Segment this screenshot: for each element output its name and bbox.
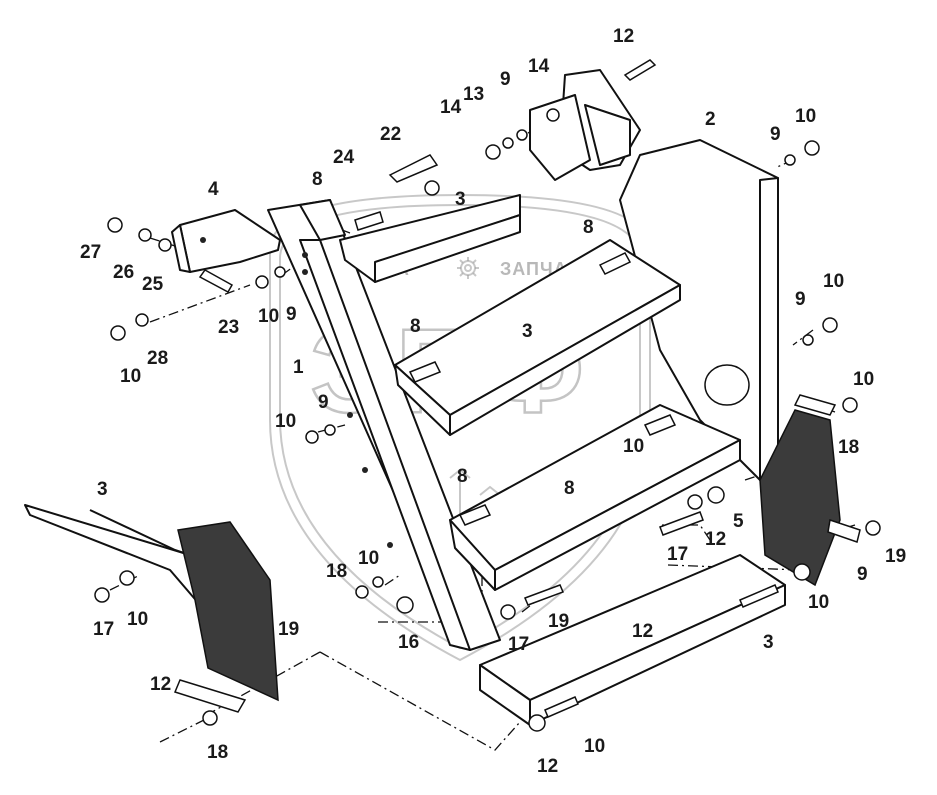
left-side-rail-1 [267,199,501,651]
callout-labels: 12 2 14 9 13 14 10 9 22 24 8 3 4 8 27 26… [80,26,906,777]
label-19: 12 [705,529,726,550]
right-side-panel-2 [529,69,779,481]
label-10: 10 [853,369,874,390]
step-3-top [339,194,521,283]
label-9: 9 [318,392,329,413]
label-16: 19 [278,619,299,640]
label-14: 14 [528,56,550,77]
bracket-4 [171,209,281,273]
label-3: 8 [564,478,575,499]
strip-18-left [173,679,247,713]
label-3: 12 [632,621,653,642]
step-3-bottom [479,554,786,726]
label-8: 8 [410,316,421,337]
label-24: 24 [333,147,355,168]
label-8: 10 [623,436,644,457]
label-13: 13 [463,84,484,105]
label-10: 17 [93,619,114,640]
label-1: 1 [293,357,304,378]
label-23: 23 [218,317,239,338]
label-3: 3 [455,189,466,210]
label-26: 26 [113,262,134,283]
label-12: 12 [613,26,634,47]
label-25: 25 [142,274,164,295]
label-4: 4 [208,179,219,200]
label-8: 8 [312,169,323,190]
label-10: 19 [885,546,906,567]
label-18: 12 [150,674,171,695]
label-12: 19 [548,611,569,632]
label-19: 17 [508,634,529,655]
nuts-and-washers [94,108,881,732]
label-17: 16 [398,632,419,653]
label-9: 9 [286,304,297,325]
label-12: 3 [763,632,774,653]
label-17: 5 [733,511,744,532]
label-12: 10 [584,736,605,757]
label-8: 8 [457,466,468,487]
bolts [198,59,779,718]
mud-flap-right [759,409,841,587]
step-3-third [449,404,741,591]
step-3-second [394,239,681,436]
label-12: 17 [667,544,688,565]
label-10: 18 [207,742,228,763]
label-18: 18 [838,437,859,458]
strip-18-right [793,394,861,543]
gear-icon [457,257,479,279]
label-14: 14 [440,97,462,118]
label-17: 10 [808,592,829,613]
label-18: 9 [857,564,868,585]
label-3: 3 [522,321,533,342]
label-9: 9 [795,289,806,310]
label-19: 10 [127,609,148,630]
label-2: 2 [705,109,716,130]
label-10: 10 [258,306,279,327]
label-9: 10 [358,548,379,569]
label-9: 9 [500,69,511,90]
mud-flap-16 [177,521,279,702]
label-17: 12 [537,756,558,777]
label-8: 8 [583,217,594,238]
label-10: 10 [120,366,141,387]
label-10: 10 [823,271,844,292]
label-27: 27 [80,242,101,263]
label-5: 3 [97,479,108,500]
label-22: 22 [380,124,401,145]
label-10: 10 [795,106,816,127]
label-10: 18 [326,561,347,582]
label-10: 10 [275,411,296,432]
label-28: 28 [147,348,168,369]
label-9: 9 [770,124,781,145]
